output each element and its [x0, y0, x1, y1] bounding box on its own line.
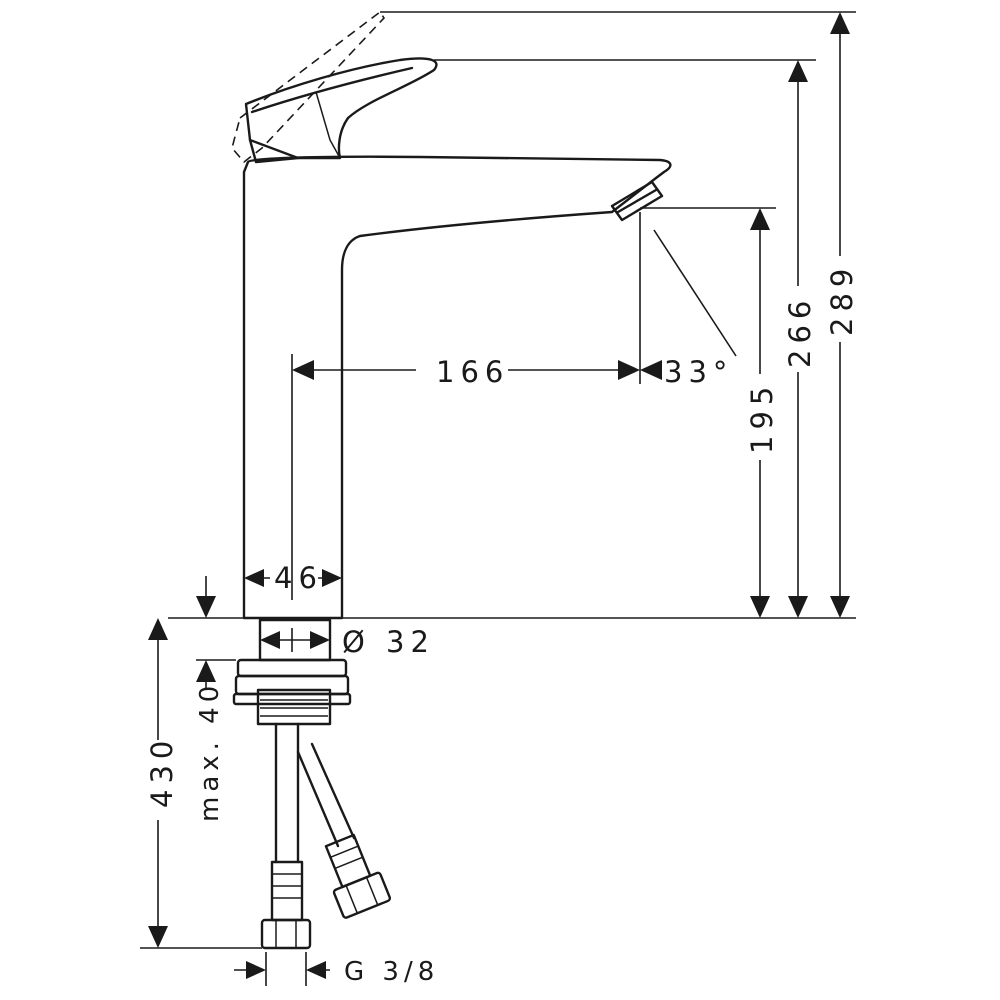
mounting-washer: [236, 658, 348, 678]
supply-hose-angled: [296, 742, 356, 848]
mounting-plate: [232, 692, 352, 706]
dim-166-label: 166: [436, 355, 509, 389]
fixing-sleeve: [256, 688, 332, 726]
installation-parts: [168, 617, 856, 950]
dim-195-label: 195: [745, 381, 779, 454]
lever-handle: [244, 57, 438, 160]
hose-fitting-straight: [260, 860, 312, 950]
dim-angle-label: 33°: [664, 355, 733, 389]
dim-angle-line: [653, 229, 737, 357]
aerator: [610, 180, 664, 222]
dim-diameter-label: Ø 32: [342, 625, 435, 659]
mounting-nut: [234, 674, 350, 696]
faucet-body: [242, 155, 672, 620]
lever-handle-inner: [250, 66, 414, 114]
supply-hose-straight: [274, 722, 300, 864]
lever-handle-edge: [315, 91, 341, 159]
dim-46-label: 46: [274, 561, 323, 595]
dim-max40-label: max. 40: [195, 681, 225, 822]
handle-raised-outline: [231, 10, 386, 164]
hose-fitting-angled: [324, 833, 392, 919]
dim-thread-label: G 3/8: [344, 957, 439, 987]
dim-289-label: 289: [825, 263, 859, 336]
dimension-lines: 289 266 195 166 33° 46 Ø 32: [140, 11, 859, 987]
faucet-outline: [231, 10, 672, 620]
handle-base: [248, 138, 300, 164]
dim-430-label: 430: [145, 735, 179, 808]
dim-266-label: 266: [783, 295, 817, 368]
